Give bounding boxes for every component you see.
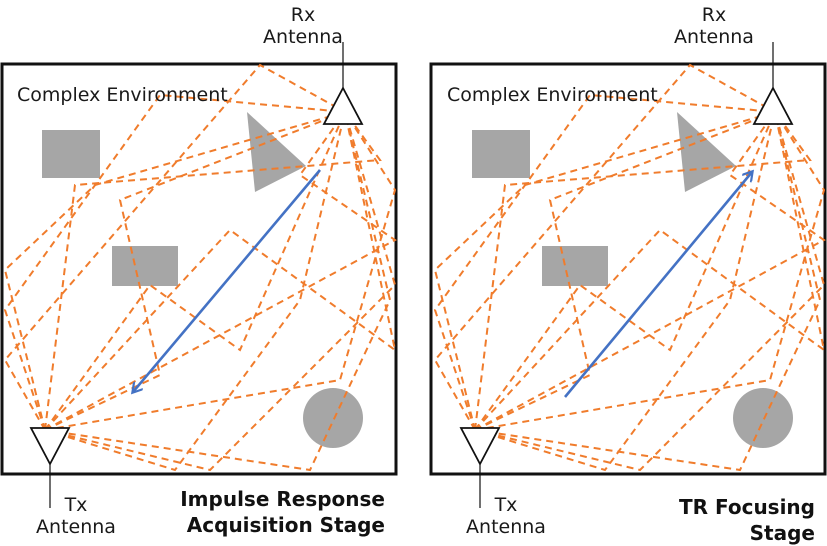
- antenna-icon: [322, 42, 364, 125]
- tx-label-line1: Tx: [494, 494, 518, 516]
- antenna-icon: [459, 427, 501, 508]
- antenna-icon: [752, 42, 794, 125]
- stage-title: Impulse Response Acquisition Stage: [180, 486, 385, 538]
- ray-path: [44, 111, 397, 431]
- rx-label-line2: Antenna: [674, 26, 754, 48]
- ray-path: [474, 111, 822, 472]
- circle-obstacle: [303, 388, 363, 448]
- ray-path: [474, 111, 776, 431]
- triangle-obstacle: [677, 112, 736, 192]
- ray-path: [44, 111, 346, 472]
- tx-label-line2: Antenna: [36, 516, 116, 538]
- triangle-obstacle: [247, 112, 306, 192]
- rx-antenna-label: Rx Antenna: [255, 4, 351, 48]
- ray-path: [474, 111, 812, 431]
- ray-path: [474, 111, 826, 431]
- signal-arrow: [133, 169, 321, 392]
- ray-path: [44, 111, 346, 431]
- rx-label-line1: Rx: [290, 4, 316, 26]
- panel-left: [0, 42, 398, 508]
- ray-path: [44, 111, 382, 431]
- ray-path: [3, 93, 346, 431]
- ray-path: [474, 111, 826, 431]
- ray-path: [474, 111, 826, 472]
- ray-path: [44, 111, 397, 472]
- environment-frame: [0, 62, 398, 476]
- ray-path: [44, 111, 392, 472]
- ray-path: [433, 93, 776, 431]
- stage-title-line2: Stage: [749, 521, 815, 545]
- environment-label: Complex Environment: [447, 84, 658, 106]
- stage-title-line1: Impulse Response: [180, 487, 385, 511]
- ray-path: [44, 111, 397, 431]
- rectangle-obstacle: [542, 246, 608, 286]
- panel-right: [429, 42, 827, 508]
- tx-antenna-label: Tx Antenna: [22, 494, 130, 538]
- tx-label-line2: Antenna: [466, 516, 546, 538]
- stage-title-line2: Acquisition Stage: [186, 513, 385, 537]
- antenna-icon: [29, 427, 71, 508]
- stage-title: TR Focusing Stage: [640, 494, 815, 546]
- rx-antenna-label: Rx Antenna: [666, 4, 762, 48]
- ray-path: [3, 63, 346, 431]
- ray-path: [433, 63, 776, 431]
- rx-label-line2: Antenna: [263, 26, 343, 48]
- multipath-rays: [3, 63, 397, 472]
- ray-path: [474, 111, 776, 472]
- rectangle-obstacle: [42, 130, 100, 178]
- multipath-rays: [433, 63, 826, 472]
- rectangle-obstacle: [112, 246, 178, 286]
- circle-obstacle: [733, 388, 793, 448]
- ray-path: [474, 111, 776, 431]
- tx-antenna-label: Tx Antenna: [452, 494, 560, 538]
- rx-label-line1: Rx: [701, 4, 727, 26]
- ray-path: [44, 111, 397, 431]
- rectangle-obstacle: [472, 130, 530, 178]
- environment-label: Complex Environment: [17, 84, 228, 106]
- signal-arrow: [564, 172, 752, 398]
- tx-label-line1: Tx: [64, 494, 88, 516]
- ray-path: [474, 111, 826, 431]
- stage-title-line1: TR Focusing: [678, 495, 815, 519]
- environment-frame: [429, 62, 827, 476]
